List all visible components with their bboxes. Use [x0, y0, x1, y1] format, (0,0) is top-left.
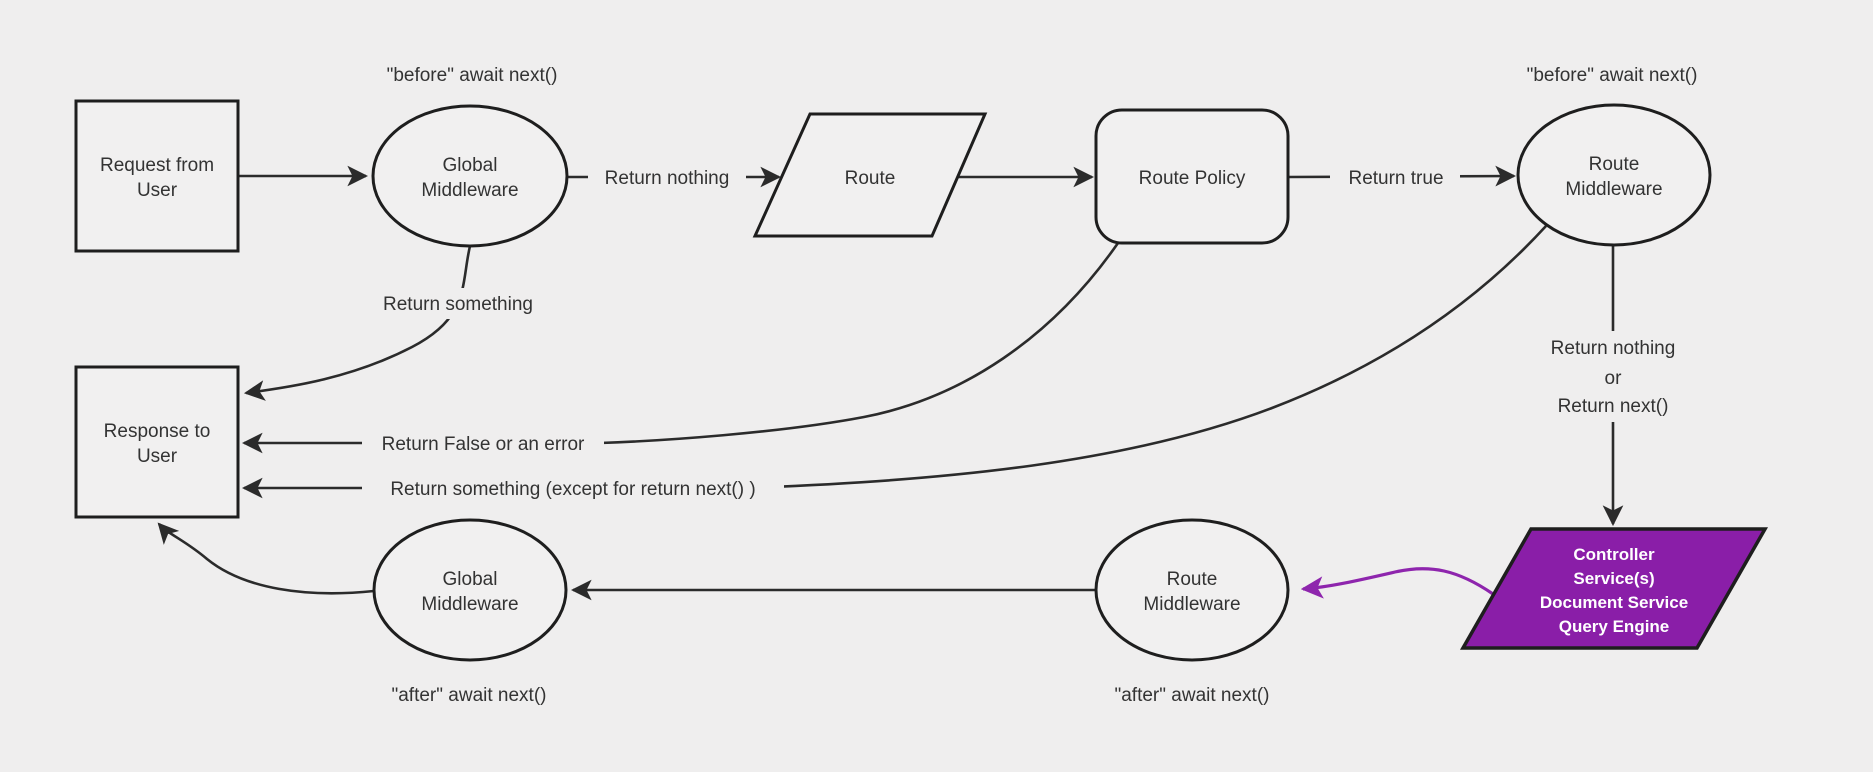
- node-route: [752, 112, 988, 238]
- node-controller-services: [1459, 527, 1769, 650]
- label-after-await-next-left: "after" await next(): [392, 685, 547, 706]
- node-route-policy: [1094, 108, 1290, 245]
- node-global-middleware-bottom: [372, 518, 568, 662]
- edge-return-false-to-response: [241, 242, 1120, 454]
- edge-return-something-to-response: [243, 245, 472, 401]
- label-return-nothing-or-next: Return next(): [1558, 396, 1669, 417]
- node-route-middleware-top-label: Route: [1589, 154, 1640, 175]
- node-response-to-user-label: User: [137, 446, 178, 467]
- label-after-await-next-middle: "after" await next(): [1115, 685, 1270, 706]
- edge-global-middleware-bottom-to-response: [157, 522, 375, 595]
- label-return-nothing: Return nothing: [605, 168, 730, 189]
- label-return-false-or-error: Return False or an error: [382, 434, 585, 455]
- node-request-from-user-label: User: [137, 180, 178, 201]
- node-global-middleware-top-label: Middleware: [421, 180, 518, 201]
- edge-label-mask: [368, 288, 548, 319]
- node-global-middleware-top-label: Global: [443, 155, 498, 176]
- node-route-middleware-top-label: Middleware: [1565, 179, 1662, 200]
- label-before-await-next-left: "before" await next(): [387, 65, 558, 86]
- edge-label-mask: [1534, 331, 1694, 422]
- node-global-middleware-bottom-label: Global: [443, 569, 498, 590]
- edge-label-mask: [1330, 161, 1460, 193]
- node-request-from-user: [74, 99, 240, 253]
- label-return-something-except: Return something (except for return next…: [390, 479, 755, 500]
- edge-controller-to-route-middleware-bottom: [1300, 567, 1494, 599]
- node-controller-services-label: Service(s): [1573, 569, 1654, 588]
- label-return-something: Return something: [383, 294, 533, 315]
- node-route-middleware-bottom-label: Route: [1167, 569, 1218, 590]
- node-route-policy-label: Route Policy: [1139, 168, 1246, 189]
- edge-label-mask: [588, 161, 746, 193]
- label-return-nothing-or-next: or: [1605, 368, 1623, 389]
- node-controller-services-label: Query Engine: [1559, 617, 1670, 636]
- edge-label-mask: [362, 473, 784, 504]
- node-route-label: Route: [845, 168, 896, 189]
- label-return-true: Return true: [1348, 168, 1443, 189]
- node-global-middleware-top: [371, 104, 569, 248]
- node-route-middleware-bottom-label: Middleware: [1143, 594, 1240, 615]
- node-controller-services-label: Document Service: [1540, 593, 1688, 612]
- node-global-middleware-bottom-label: Middleware: [421, 594, 518, 615]
- node-response-to-user: [74, 365, 240, 519]
- label-before-await-next-right: "before" await next(): [1527, 65, 1698, 86]
- label-return-nothing-or-next: Return nothing: [1551, 338, 1676, 359]
- edge-return-something-except-to-response: [241, 225, 1547, 499]
- node-route-middleware-bottom: [1094, 518, 1290, 662]
- edge-label-mask: [362, 428, 604, 459]
- node-controller-services-label: Controller: [1573, 545, 1655, 564]
- node-response-to-user-label: Response to: [104, 421, 211, 442]
- node-route-middleware-top: [1516, 103, 1712, 247]
- node-request-from-user-label: Request from: [100, 155, 214, 176]
